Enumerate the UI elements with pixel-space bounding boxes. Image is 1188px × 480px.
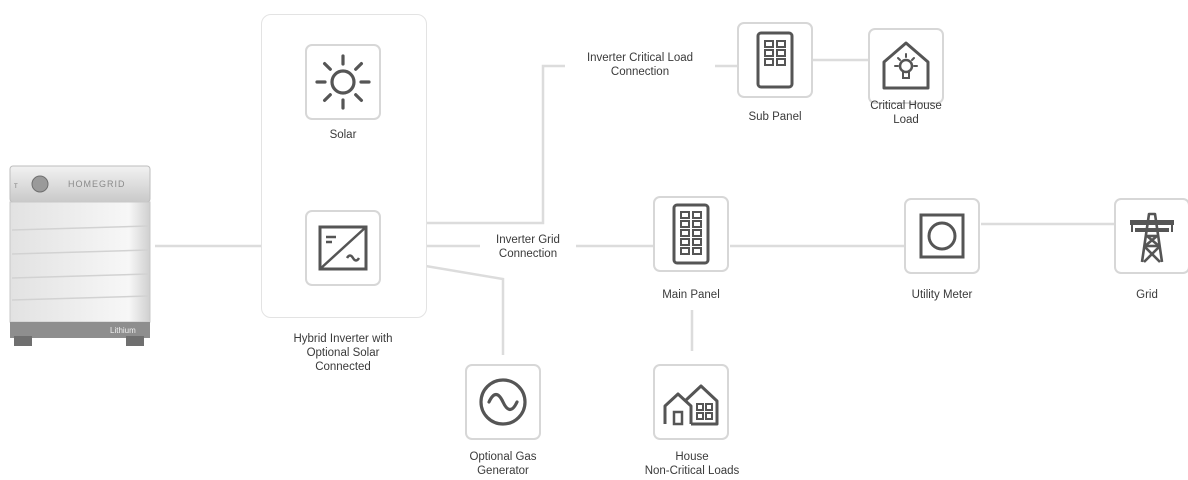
svg-text:T: T bbox=[14, 184, 18, 190]
utility-meter-node[interactable] bbox=[904, 198, 980, 274]
house-bulb-icon bbox=[882, 41, 930, 90]
sine-wave-icon bbox=[479, 378, 527, 426]
meter-icon bbox=[919, 213, 965, 259]
sub-panel-icon bbox=[756, 31, 794, 89]
houses-icon bbox=[663, 384, 719, 426]
inverter-to-generator-line bbox=[395, 259, 505, 355]
main-panel-label: Main Panel bbox=[662, 289, 720, 301]
solar-node[interactable] bbox=[305, 44, 381, 120]
battery-image: T HOMEGRID Lithium bbox=[9, 165, 151, 346]
battery-unit: T HOMEGRID Lithium bbox=[6, 160, 154, 350]
inverter-node[interactable] bbox=[305, 210, 381, 286]
house-loads-label: House Non-Critical Loads bbox=[644, 451, 740, 477]
solar-label: Solar bbox=[329, 129, 357, 141]
sub-panel-node[interactable] bbox=[737, 22, 813, 98]
grid-connection-label: Inverter Grid Connection bbox=[480, 233, 576, 261]
battery-brand-text: HOMEGRID bbox=[68, 179, 126, 189]
critical-load-connection-label: Inverter Critical Load Connection bbox=[565, 51, 715, 79]
utility-meter-label: Utility Meter bbox=[911, 289, 973, 301]
inverter-icon bbox=[318, 225, 368, 271]
house-loads-node[interactable] bbox=[653, 364, 729, 440]
critical-load-label: Critical House Load bbox=[870, 100, 942, 126]
generator-node[interactable] bbox=[465, 364, 541, 440]
critical-load-node[interactable] bbox=[868, 28, 944, 104]
sub-panel-label: Sub Panel bbox=[748, 111, 802, 123]
main-panel-icon bbox=[672, 203, 710, 265]
battery-badge-text: Lithium bbox=[110, 326, 136, 335]
main-panel-node[interactable] bbox=[653, 196, 729, 272]
transmission-tower-icon bbox=[1130, 212, 1174, 263]
inverter-label: Hybrid Inverter with Optional Solar Conn… bbox=[293, 333, 393, 373]
sun-icon bbox=[315, 54, 371, 110]
generator-label: Optional Gas Generator bbox=[469, 451, 537, 477]
grid-node[interactable] bbox=[1114, 198, 1188, 274]
grid-label: Grid bbox=[1136, 289, 1158, 301]
